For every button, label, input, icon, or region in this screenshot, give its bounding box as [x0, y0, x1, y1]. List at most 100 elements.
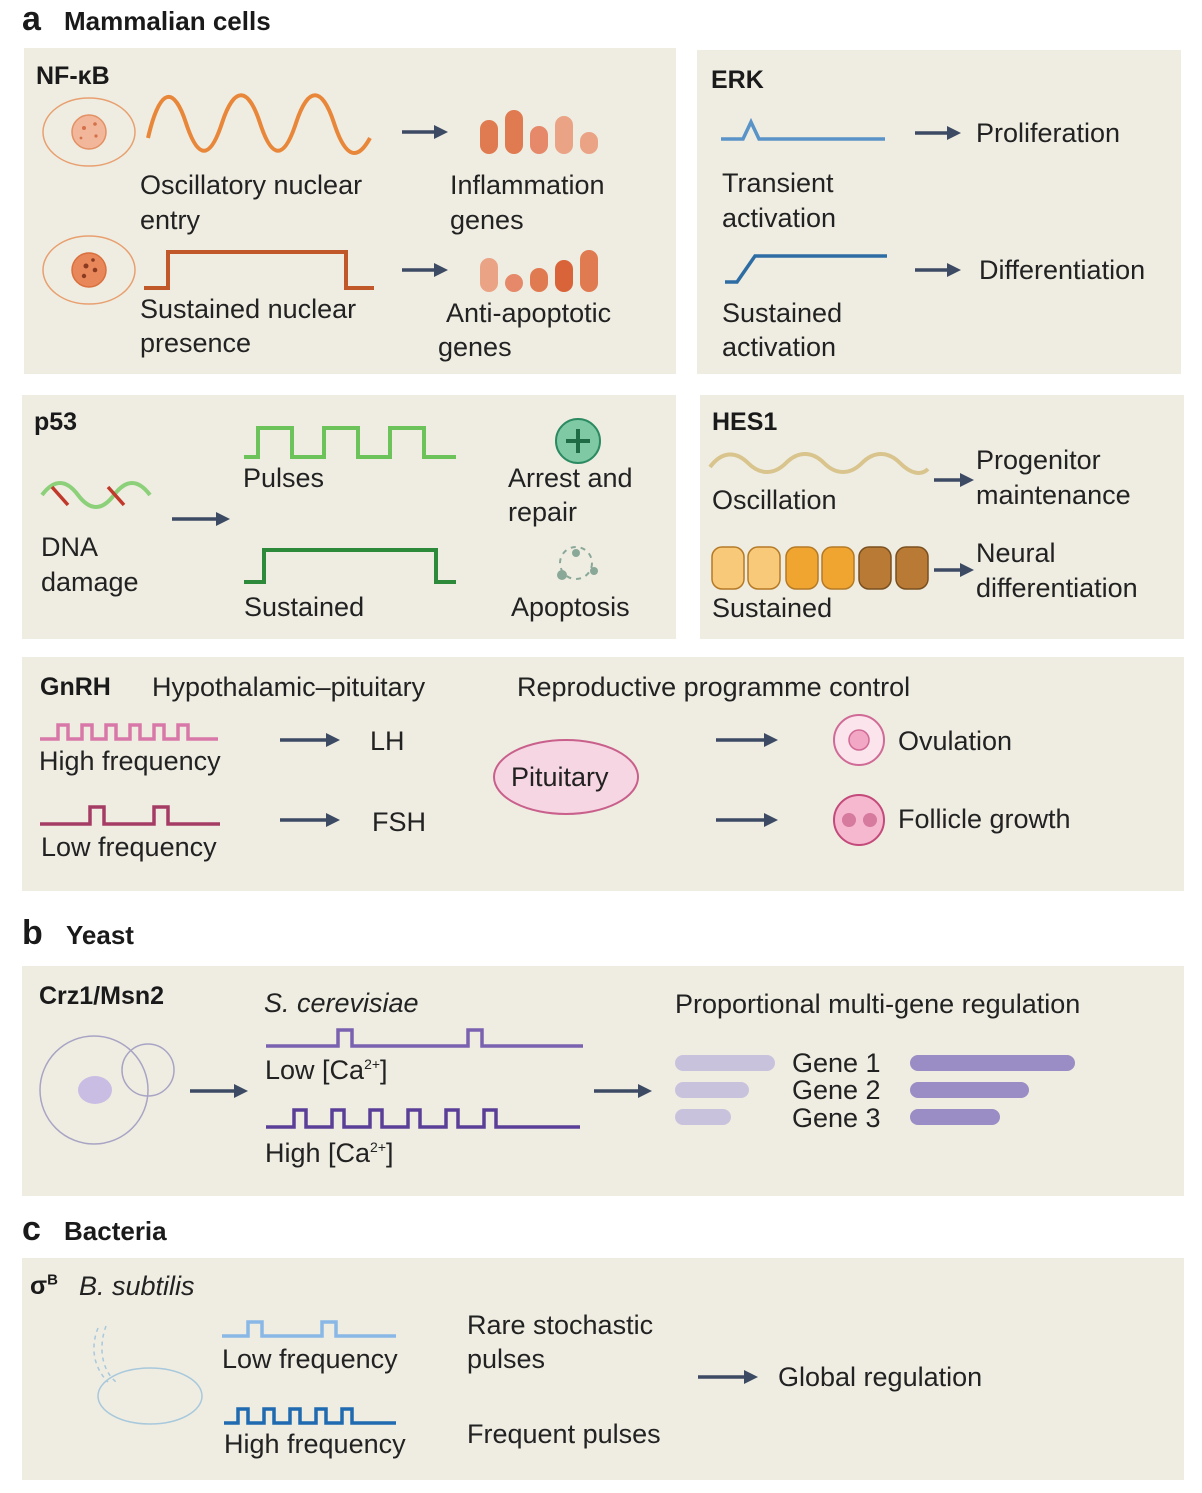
yeast-prop-label: Proportional multi-gene regulation	[675, 989, 1081, 1019]
erk-sus-label-2: activation	[722, 332, 837, 362]
erk-sus-label-1: Sustained	[722, 298, 843, 328]
follicle-label: Follicle growth	[898, 804, 1071, 834]
p53-title: p53	[34, 408, 78, 436]
inflammation-gene-bars	[480, 110, 598, 154]
hes1-neural-label-1: Neural	[976, 538, 1056, 568]
gnrh-high-freq-trace	[40, 723, 218, 741]
erk-trans-label-2: activation	[722, 203, 837, 233]
gene-bars-left	[675, 1055, 775, 1125]
gnrh-arrow-lh	[280, 733, 340, 747]
gnrh-panel: GnRH Hypothalamic–pituitary Reproductive…	[22, 657, 1184, 891]
hes1-arrow-2	[934, 563, 974, 577]
bacteria-low-label: Low frequency	[222, 1344, 398, 1374]
hes1-prog-label-1: Progenitor	[976, 445, 1101, 475]
section-a-letter: a	[22, 0, 41, 38]
hes1-prog-label-2: maintenance	[976, 480, 1131, 510]
gnrh-graphics	[40, 714, 885, 846]
hes1-neural-label-2: differentiation	[976, 573, 1138, 603]
erk-prolif-label: Proliferation	[976, 118, 1121, 148]
nfkb-sustained-trace	[144, 250, 374, 290]
nfkb-sus-label-1: Sustained nuclear	[140, 294, 357, 324]
gnrh-arrow-follicle	[716, 813, 778, 827]
nfkb-oscillation-wave	[146, 93, 372, 155]
gnrh-fsh-label: FSH	[372, 807, 426, 837]
gene-2-label: Gene 2	[792, 1075, 881, 1105]
gnrh-subtitle: Hypothalamic–pituitary	[152, 672, 426, 702]
gnrh-low-label: Low frequency	[41, 832, 217, 862]
erk-trans-label-1: Transient	[722, 168, 834, 198]
plus-circle-icon	[555, 418, 601, 464]
nfkb-arrow-2	[402, 263, 448, 277]
yeast-title: Crz1/Msn2	[39, 982, 165, 1010]
section-a-title: Mammalian cells	[64, 6, 271, 36]
nfkb-title: NF-κB	[36, 62, 110, 90]
p53-graphics	[40, 418, 601, 584]
nfkb-anti-label-1: Anti-apoptotic	[446, 298, 612, 328]
dna-break-mark	[50, 485, 70, 507]
bacteria-high-freq-trace	[224, 1407, 396, 1425]
gene-3-label: Gene 3	[792, 1103, 881, 1133]
erk-transient-trace	[721, 117, 885, 141]
nfkb-graphics	[42, 93, 598, 305]
hes1-title: HES1	[712, 408, 778, 436]
gene-bars-right	[910, 1055, 1075, 1125]
sigma-label: σB	[30, 1271, 58, 1300]
gnrh-title: GnRH	[40, 673, 111, 701]
nfkb-inflam-label-2: genes	[450, 205, 524, 235]
bacteria-species: B. subtilis	[79, 1271, 195, 1301]
yeast-high-ca-label: High [Ca2+]	[265, 1138, 394, 1168]
yeast-panel: Crz1/Msn2 S. cerevisiae Proportional mul…	[22, 966, 1184, 1196]
antiapoptotic-gene-bars	[480, 250, 598, 292]
nfkb-sus-label-2: presence	[140, 328, 252, 358]
p53-pulses-label: Pulses	[243, 463, 325, 493]
section-c-title: Bacteria	[64, 1216, 167, 1246]
gnrh-control-label: Reproductive programme control	[517, 672, 911, 702]
erk-arrow-2	[915, 263, 961, 277]
erk-sustained-trace	[725, 254, 887, 284]
nfkb-panel: NF-κB	[24, 48, 676, 374]
nfkb-arrow-1	[402, 125, 448, 139]
bacteria-rare-label-2: pulses	[467, 1344, 546, 1374]
nfkb-cell-icon-2	[42, 235, 136, 305]
bacterium-icon	[93, 1325, 203, 1425]
dna-wave-icon	[40, 481, 152, 509]
p53-sustained-trace	[244, 548, 456, 584]
bacteria-high-label: High frequency	[224, 1429, 406, 1459]
hes1-oscillation-label: Oscillation	[712, 485, 837, 515]
gnrh-arrow-ovulation	[716, 733, 778, 747]
bacteria-arrow	[698, 1370, 758, 1384]
gnrh-low-freq-trace	[40, 805, 220, 826]
gene-1-label: Gene 1	[792, 1048, 881, 1078]
yeast-arrow-1	[190, 1084, 248, 1098]
gnrh-lh-label: LH	[370, 726, 405, 756]
yeast-high-ca-trace	[266, 1108, 580, 1129]
hes1-panel: HES1 Oscillation Sustained Progenitor ma…	[700, 395, 1184, 639]
bacteria-rare-label-1: Rare stochastic	[467, 1310, 654, 1340]
yeast-low-ca-label: Low [Ca2+]	[265, 1055, 388, 1085]
erk-graphics	[721, 117, 961, 284]
yeast-species: S. cerevisiae	[264, 988, 419, 1018]
p53-apoptosis-label: Apoptosis	[511, 592, 630, 622]
gnrh-arrow-fsh	[280, 813, 340, 827]
yeast-graphics	[39, 1028, 1075, 1145]
hes1-sustained-label: Sustained	[712, 593, 833, 623]
yeast-arrow-2	[594, 1084, 652, 1098]
p53-dna-label-1: DNA	[41, 532, 99, 562]
erk-title: ERK	[711, 66, 764, 94]
nfkb-anti-label-2: genes	[438, 332, 512, 362]
p53-dna-label-2: damage	[41, 567, 139, 597]
follicle-icon	[833, 794, 885, 846]
nfkb-osc-label-1: Oscillatory nuclear	[140, 170, 363, 200]
yeast-cell-icon	[39, 1035, 175, 1145]
pituitary-ellipse	[493, 739, 639, 815]
pituitary-label: Pituitary	[511, 762, 609, 792]
nfkb-cell-icon	[42, 97, 136, 167]
p53-panel: p53 DNA damage Pulses Sustained Arrest a…	[22, 395, 676, 639]
yeast-low-ca-trace	[266, 1028, 583, 1048]
bacteria-low-freq-trace	[222, 1320, 396, 1338]
nfkb-osc-label-2: entry	[140, 205, 201, 235]
bacteria-panel: σB B. subtilis Low frequency High freque…	[22, 1258, 1184, 1480]
global-regulation-label: Global regulation	[778, 1362, 983, 1392]
erk-arrow-1	[915, 126, 961, 140]
apoptosis-icon	[557, 546, 598, 580]
